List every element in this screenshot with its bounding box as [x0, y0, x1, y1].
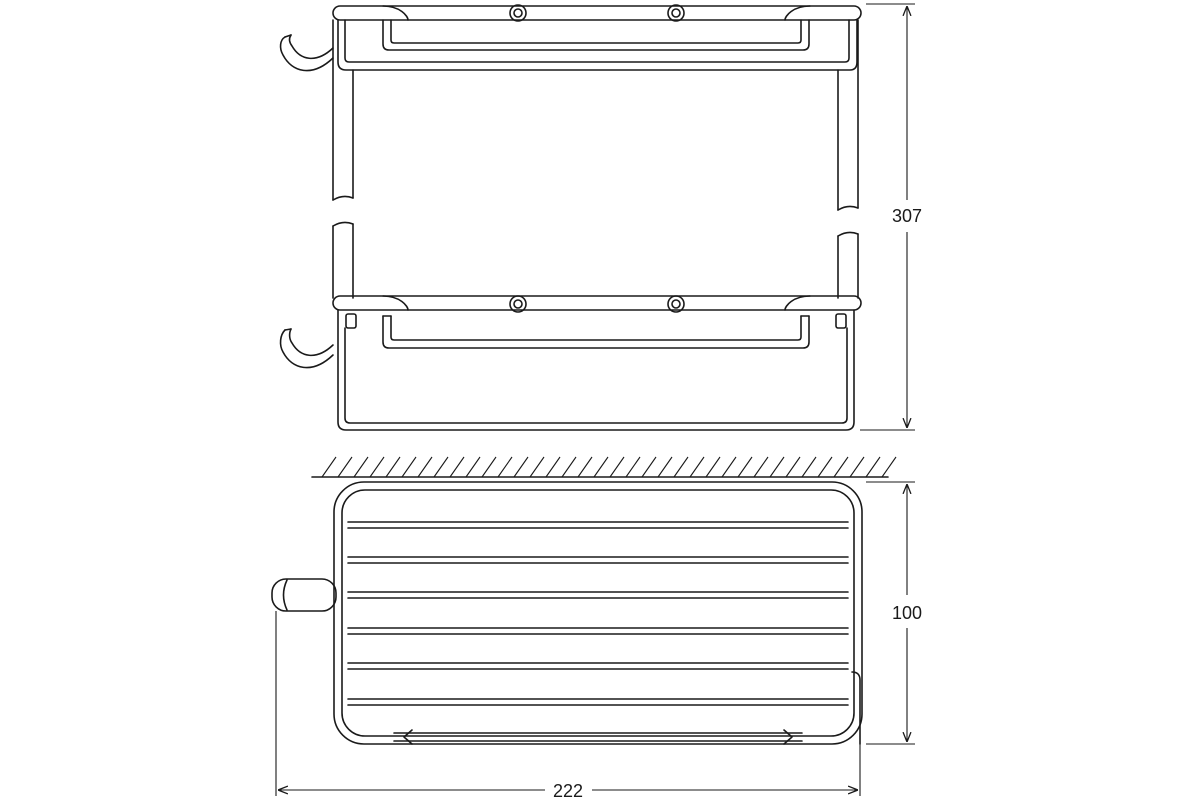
- depth-dimension: 100: [866, 481, 922, 745]
- lower-basket-outer: [337, 309, 855, 431]
- lower-clip-right: [835, 313, 847, 329]
- upper-inner-rail: [382, 19, 810, 51]
- lower-basket-inner: [344, 327, 848, 424]
- hatch-line: [481, 456, 497, 478]
- width-dimension-label: 222: [553, 781, 583, 800]
- hatch-line: [625, 456, 641, 478]
- right-post-break-bottom: [837, 231, 859, 237]
- upper-hook-outer: [279, 36, 334, 72]
- hatch-line: [673, 456, 689, 478]
- lower-screw-left-inner: [513, 299, 523, 309]
- lower-screw-right-inner: [671, 299, 681, 309]
- left-post-break-top: [332, 195, 354, 201]
- top-rail-clip-left: [403, 729, 413, 745]
- top-basket-outer: [333, 481, 863, 745]
- hatch-line: [865, 456, 881, 478]
- hatch-line: [561, 456, 577, 478]
- upper-screw-left: [509, 4, 527, 22]
- hatch-line: [465, 456, 481, 478]
- hatch-line: [689, 456, 705, 478]
- hatch-line: [593, 456, 609, 478]
- hatch-line: [321, 456, 337, 478]
- lower-hook-tip: [284, 328, 292, 331]
- hatch-line: [433, 456, 449, 478]
- upper-plate-right-curve: [784, 5, 811, 21]
- front-view-lower-shelf: [279, 295, 862, 431]
- hatch-line: [497, 456, 513, 478]
- top-basket-slats: [347, 521, 849, 706]
- hatch-line: [401, 456, 417, 478]
- upper-plate-left-curve: [382, 5, 409, 21]
- upper-screw-right: [667, 4, 685, 22]
- lower-hook-inner: [288, 328, 334, 357]
- top-basket-inner: [341, 489, 855, 737]
- width-dimension: 222: [275, 611, 861, 801]
- top-rail-clip-right: [783, 729, 793, 745]
- lower-plate-right-curve: [784, 295, 811, 311]
- hatch-line: [641, 456, 657, 478]
- hatch-line: [337, 456, 353, 478]
- upper-screw-left-inner: [513, 8, 523, 18]
- hatch-line: [353, 456, 369, 478]
- lower-inner-rail-inner: [390, 315, 802, 341]
- hatch-line: [801, 456, 817, 478]
- lower-clip-left: [345, 313, 357, 329]
- front-view-posts: [332, 19, 859, 299]
- upper-screw-right-inner: [671, 8, 681, 18]
- hatch-line: [833, 456, 849, 478]
- upper-front-edge: [337, 19, 858, 71]
- hatch-line: [769, 456, 785, 478]
- lower-mounting-plate: [332, 295, 862, 311]
- hatch-line: [737, 456, 753, 478]
- hatch-line: [817, 456, 833, 478]
- top-side-hook: [271, 578, 337, 612]
- hatch-line: [545, 456, 561, 478]
- hatch-line: [657, 456, 673, 478]
- lower-screw-right: [667, 295, 685, 313]
- hatch-line: [785, 456, 801, 478]
- lower-hook-outer: [279, 329, 334, 369]
- upper-hook-tip: [284, 34, 292, 38]
- upper-front-edge-inner: [344, 19, 850, 63]
- hatch-line: [513, 456, 529, 478]
- hatch-line: [385, 456, 401, 478]
- hatch-line: [849, 456, 865, 478]
- top-right-clip: [851, 671, 861, 745]
- hatch-line: [577, 456, 593, 478]
- depth-dimension-label: 100: [892, 603, 922, 623]
- hatch-line: [449, 456, 465, 478]
- upper-inner-rail-inner: [390, 19, 802, 44]
- hatch-line: [609, 456, 625, 478]
- hatch-line: [529, 456, 545, 478]
- top-side-hook-curve: [282, 579, 288, 611]
- lower-inner-rail: [382, 315, 810, 349]
- lower-screw-left: [509, 295, 527, 313]
- lower-plate-left-curve: [382, 295, 409, 311]
- upper-mounting-plate: [332, 5, 862, 21]
- upper-hook-inner: [288, 34, 334, 60]
- right-post-break-top: [837, 205, 859, 211]
- hatch-line: [417, 456, 433, 478]
- height-dimension: 307: [860, 3, 922, 431]
- wall-hatching: [311, 456, 897, 478]
- hatch-line: [369, 456, 385, 478]
- hatch-line: [753, 456, 769, 478]
- left-post-break-bottom: [332, 221, 354, 227]
- hatch-line: [705, 456, 721, 478]
- height-dimension-label: 307: [892, 206, 922, 226]
- hatch-line: [881, 456, 897, 478]
- hatch-line: [721, 456, 737, 478]
- top-view-basket: [271, 481, 863, 745]
- front-view-upper-shelf: [279, 4, 862, 72]
